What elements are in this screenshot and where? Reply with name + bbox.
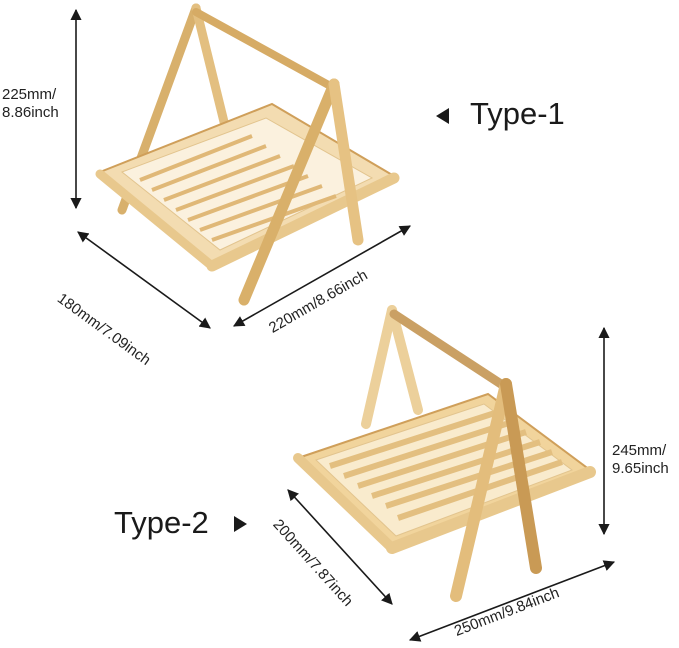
type2-height-in: 9.65inch (612, 460, 669, 477)
type2-top-bar (389, 309, 509, 391)
dimension-arrows (70, 8, 616, 642)
type2-pointer-icon (234, 516, 247, 532)
type2-width-arrow (408, 560, 616, 642)
type1-pointer-icon (436, 108, 449, 124)
type1-height-in: 8.86inch (2, 104, 59, 121)
type2-height-mm: 245mm/ (612, 442, 667, 459)
type2-front-rail (386, 466, 596, 554)
type2-back-leg-right (387, 305, 423, 415)
type1-depth-arrow (77, 231, 211, 329)
type1-width-arrow (233, 225, 411, 327)
type1-top-bar (192, 8, 338, 92)
type2-title: Type-2 (114, 505, 209, 540)
type2-front-leg-right (500, 378, 542, 574)
type2-back-leg-left (361, 305, 397, 429)
type1-front-leg-right (328, 78, 364, 246)
type1-back-leg-right (191, 3, 231, 135)
type2-rack (293, 305, 596, 602)
type1-title: Type-1 (470, 96, 565, 131)
type1-height-mm: 225mm/ (2, 86, 57, 103)
type2-depth-arrow (287, 489, 393, 605)
type1-rack (95, 3, 400, 306)
